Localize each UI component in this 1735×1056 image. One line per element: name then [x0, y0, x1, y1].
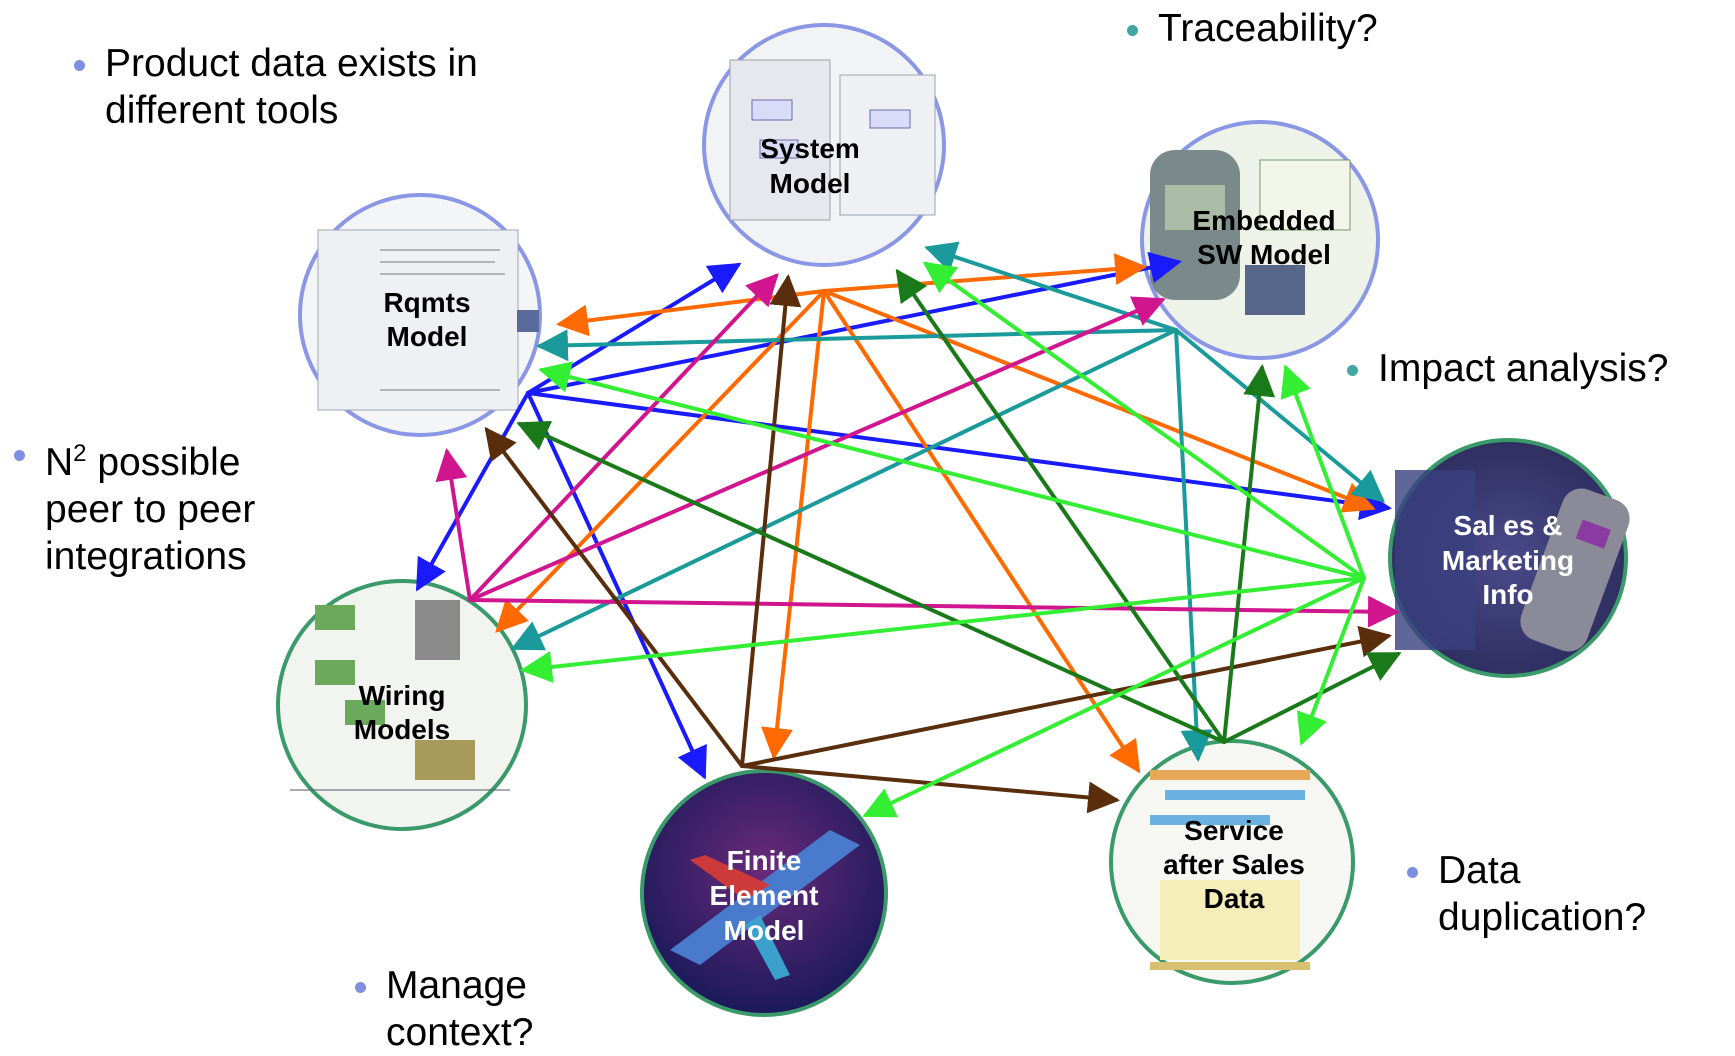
bullet-n2: N2 possible peer to peer integrations — [14, 430, 256, 580]
node-rqmts-model — [298, 193, 542, 437]
label-system-line2: Model — [770, 168, 851, 199]
label-rqmts-line1: Rqmts — [383, 287, 470, 318]
label-finite-line1: Finite — [727, 845, 802, 876]
bullet-duplication-line1: Data — [1438, 849, 1521, 892]
bullet-manage-line1: Manage — [386, 964, 527, 1007]
label-system-line1: System — [760, 133, 860, 164]
n2-suffix: possible — [86, 441, 241, 484]
bullet-manage-context: Manage context? — [355, 962, 534, 1056]
bullet-n2-line1: N2 possible — [45, 430, 255, 486]
label-sales-line2: Marketing — [1442, 545, 1574, 576]
node-labels: System Model Embedded SW Model Rqmts Mod… — [354, 133, 1574, 946]
label-finite-line3: Model — [724, 915, 805, 946]
bullet-product-data: Product data exists in different tools — [74, 40, 478, 134]
bullet-dot-icon — [14, 450, 25, 461]
bullet-n2-line2: peer to peer — [45, 488, 256, 531]
node-system-model — [702, 23, 946, 267]
bullet-dot-icon — [1347, 365, 1358, 376]
bullet-impact: Impact analysis? — [1347, 345, 1669, 392]
teal-arrows — [510, 241, 1386, 762]
label-service-line1: Service — [1184, 815, 1284, 846]
bullet-impact-text: Impact analysis? — [1378, 347, 1669, 390]
label-wiring-line1: Wiring — [359, 680, 446, 711]
node-sales-marketing-info — [1388, 438, 1630, 678]
bullet-data-duplication: Data duplication? — [1407, 847, 1647, 941]
bullet-dot-icon — [1127, 25, 1138, 36]
label-embedded-line2: SW Model — [1197, 239, 1331, 270]
bullet-dot-icon — [355, 982, 366, 993]
label-rqmts-line2: Model — [387, 321, 468, 352]
bullet-manage-line2: context? — [386, 1011, 534, 1054]
bullet-product-data-line2: different tools — [105, 89, 339, 132]
node-service-after-sales-data — [1109, 739, 1355, 985]
bullet-dot-icon — [74, 60, 85, 71]
n2-prefix: N — [45, 441, 74, 484]
label-sales-line1: Sal es & — [1454, 510, 1563, 541]
connector-arrows — [416, 241, 1402, 818]
dark-green-arrows — [516, 268, 1402, 744]
label-service-line3: Data — [1204, 883, 1265, 914]
label-service-line2: after Sales — [1163, 849, 1305, 880]
bullet-product-data-line1: Product data exists in — [105, 42, 478, 85]
label-sales-line3: Info — [1482, 579, 1533, 610]
node-finite-element-model — [640, 769, 888, 1017]
bullet-dot-icon — [1407, 867, 1418, 878]
bullet-duplication-line2: duplication? — [1438, 896, 1647, 939]
bullet-n2-line3: integrations — [45, 535, 247, 578]
light-green-arrows — [520, 261, 1366, 818]
label-finite-line2: Element — [710, 880, 819, 911]
label-wiring-line2: Models — [354, 714, 450, 745]
n2-superscript: 2 — [73, 440, 87, 467]
bullet-traceability-text: Traceability? — [1158, 7, 1378, 50]
label-embedded-line1: Embedded — [1192, 205, 1335, 236]
bullet-traceability: Traceability? — [1127, 5, 1378, 52]
node-wiring-models — [276, 579, 528, 831]
